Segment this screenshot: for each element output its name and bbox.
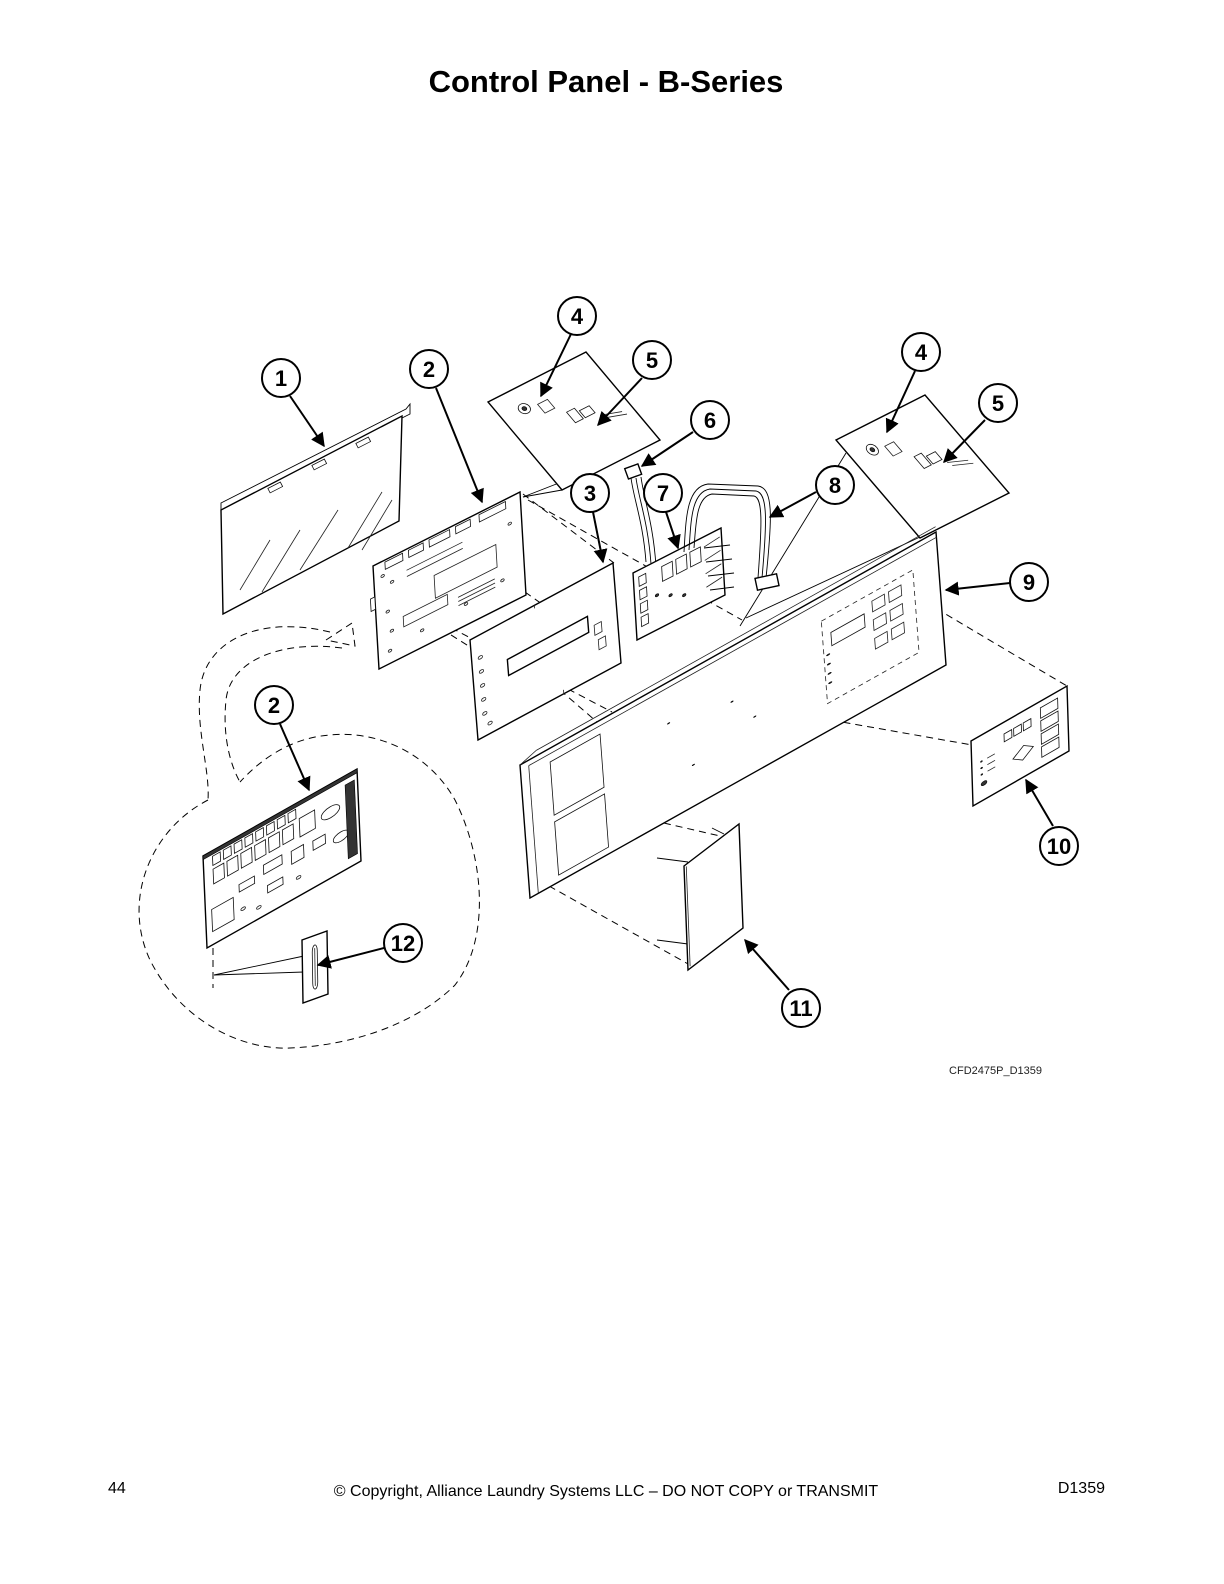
- mounting-plate: [470, 563, 621, 740]
- callout-label: 4: [915, 340, 928, 365]
- display-board: [633, 528, 725, 640]
- callout-label: 2: [423, 357, 435, 382]
- display-board-pins: [703, 544, 735, 591]
- cover-plate: [684, 824, 743, 970]
- callout-label: 1: [275, 366, 287, 391]
- callout-7: 7: [643, 473, 683, 513]
- callout-9-leader: [944, 581, 1011, 596]
- fuse: [302, 931, 328, 1003]
- callout-leaders: [279, 333, 1054, 991]
- callout-10: 10: [1039, 826, 1079, 866]
- callout-label: 5: [646, 348, 658, 373]
- page-title: Control Panel - B-Series: [429, 64, 784, 99]
- callout-1-leader: [289, 395, 325, 448]
- callout-4-right-leader: [885, 370, 916, 434]
- callout-12-leader: [316, 947, 385, 969]
- callout-8-leader: [768, 491, 817, 518]
- callout-2-upper: 2: [409, 349, 449, 389]
- callout-10-leader: [1025, 778, 1054, 827]
- glass-panel: [220, 402, 411, 616]
- callout-6: 6: [690, 400, 730, 440]
- callout-5-upper-leader: [597, 377, 643, 427]
- callout-2-lower-leader: [279, 723, 311, 792]
- callout-label: 7: [657, 481, 669, 506]
- callout-label: 4: [571, 304, 584, 329]
- callout-label: 10: [1047, 834, 1071, 859]
- callout-8: 8: [815, 465, 855, 505]
- callout-11-leader: [744, 938, 790, 991]
- callout-label: 8: [829, 473, 841, 498]
- callout-2-lower: 2: [254, 685, 294, 725]
- callout-4-upper-leader: [540, 333, 572, 398]
- callout-7-leader: [665, 511, 681, 550]
- callout-11: 11: [781, 988, 821, 1028]
- callout-5-right: 5: [978, 383, 1018, 423]
- callout-5-right-leader: [943, 419, 986, 464]
- harness-connector: [623, 463, 657, 567]
- callout-3: 3: [570, 473, 610, 513]
- callout-label: 6: [704, 408, 716, 433]
- callout-label: 5: [992, 391, 1004, 416]
- callout-label: 11: [789, 996, 812, 1021]
- fuse-card: [213, 955, 305, 976]
- ribbon-cable: [683, 483, 780, 591]
- callout-label: 12: [391, 931, 415, 956]
- keypad-overlay: [971, 686, 1069, 806]
- cover-plate-pins: [656, 827, 725, 945]
- page-number: 44: [108, 1480, 126, 1497]
- callout-6-leader: [640, 431, 694, 467]
- callout-2-upper-leader: [435, 387, 484, 504]
- control-board-upper: [369, 492, 526, 671]
- callout-3-leader: [592, 511, 608, 564]
- callout-9: 9: [1009, 562, 1049, 602]
- callout-5-upper: 5: [632, 340, 672, 380]
- callout-label: 2: [268, 693, 280, 718]
- callout-label: 3: [584, 481, 596, 506]
- callout-12: 12: [383, 923, 423, 963]
- callout-label: 9: [1023, 570, 1035, 595]
- callout-1: 1: [261, 358, 301, 398]
- callout-4-right: 4: [901, 332, 941, 372]
- document-id: D1359: [1058, 1480, 1105, 1497]
- copyright-notice: © Copyright, Alliance Laundry Systems LL…: [334, 1483, 879, 1500]
- control-board-lower: [203, 769, 361, 948]
- figure-code: CFD2475P_D1359: [949, 1065, 1042, 1077]
- inset-standoff-right: [836, 395, 1009, 538]
- callout-4-upper: 4: [557, 296, 597, 336]
- control-panel-housing: [520, 527, 946, 898]
